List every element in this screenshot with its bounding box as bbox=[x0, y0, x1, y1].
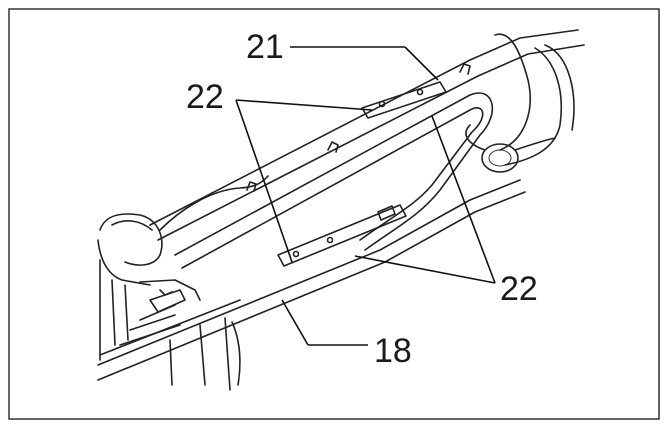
leader-22-top-b bbox=[235, 99, 293, 263]
callout-18: 18 bbox=[374, 332, 412, 370]
diagram-frame bbox=[8, 8, 660, 420]
leader-21-diag bbox=[404, 46, 439, 81]
tube-fasteners bbox=[246, 63, 471, 192]
leader-18-diag bbox=[281, 299, 309, 346]
callout-22-top: 22 bbox=[186, 78, 224, 116]
callout-21: 21 bbox=[246, 28, 284, 66]
upper-handle bbox=[149, 29, 585, 241]
lower-bracket bbox=[277, 204, 407, 267]
cable bbox=[159, 175, 269, 231]
mower-body bbox=[97, 213, 241, 391]
inner-frame bbox=[174, 92, 494, 269]
leader-22-top-a bbox=[235, 99, 373, 111]
callout-22-bottom: 22 bbox=[500, 270, 538, 308]
leader-lines bbox=[235, 46, 496, 346]
upper-bracket bbox=[361, 81, 447, 119]
leader-22-bottom-b bbox=[354, 255, 496, 284]
cable-clip bbox=[465, 124, 556, 173]
leader-22-bottom-a bbox=[431, 115, 496, 284]
